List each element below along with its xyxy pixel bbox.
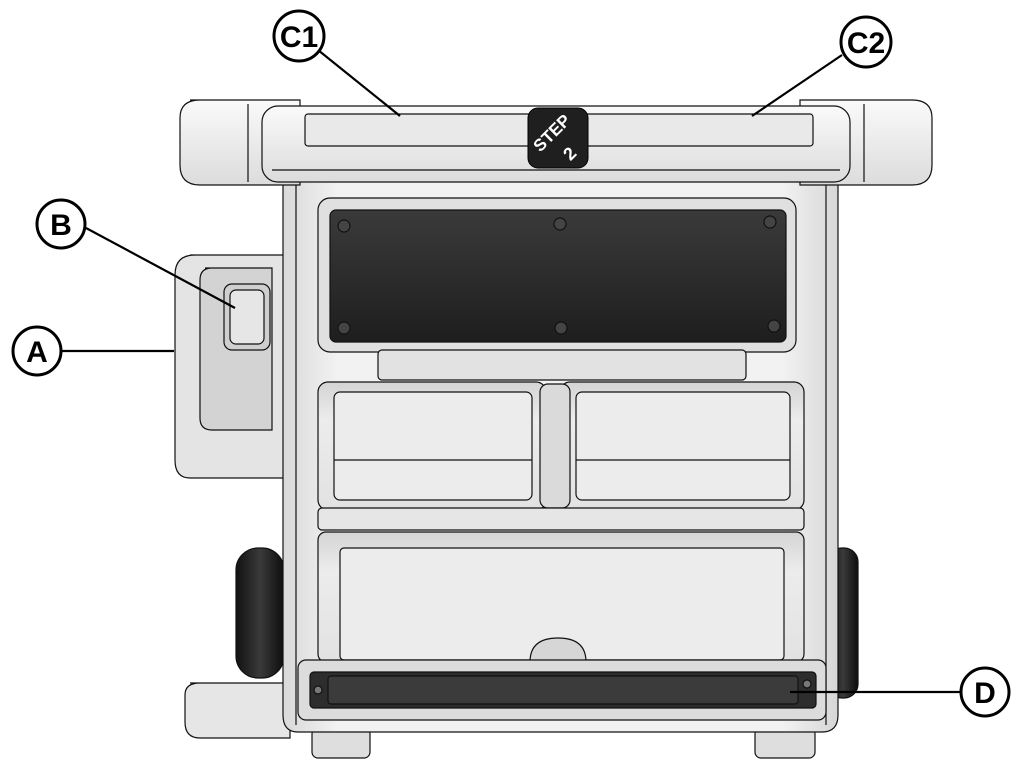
bottom-left-bracket (184, 682, 291, 739)
callout-c1-circle (272, 9, 326, 63)
slot-screw (802, 679, 812, 689)
callout-d-circle (959, 666, 1011, 718)
shelf (317, 507, 805, 531)
callout-c1: C1 (272, 9, 326, 63)
callout-d: D (959, 666, 1011, 718)
panel-screw (337, 321, 351, 335)
leader-line-c2 (751, 54, 843, 117)
callout-b-circle (35, 198, 87, 250)
callout-a-label: A (26, 336, 48, 369)
bin-divider (539, 383, 571, 509)
slot-screw (313, 685, 323, 695)
cart-body (174, 99, 933, 759)
panel-ledge (377, 349, 747, 381)
upper-right-bin-inner (575, 391, 791, 501)
leader-lines (62, 49, 960, 694)
bottom-slot-inset (327, 675, 799, 705)
panel-screw (337, 219, 351, 233)
leader-line-b (85, 227, 236, 309)
callout-c2-label: C2 (847, 27, 885, 60)
panel-screw (763, 215, 777, 229)
lower-bin-drain (529, 637, 587, 663)
callout-c2-circle (839, 15, 893, 69)
logo-badge (527, 107, 589, 169)
dark-panel (329, 209, 787, 343)
callout-b: B (35, 198, 87, 250)
callout-a-circle (11, 325, 63, 377)
callout-c2: C2 (839, 15, 893, 69)
callout-a: A (11, 325, 63, 377)
panel-screw (767, 319, 781, 333)
step2-logo: STEP 2 (527, 107, 589, 169)
left-wheel (235, 547, 285, 679)
callout-c1-label: C1 (280, 21, 318, 54)
panel-screw (554, 321, 568, 335)
callout-b-label: B (50, 209, 72, 242)
callout-d-label: D (974, 677, 996, 710)
leader-line-c1 (317, 49, 401, 117)
panel-screw (553, 217, 567, 231)
upper-left-bin-inner (333, 391, 533, 501)
side-button-face (229, 289, 265, 345)
